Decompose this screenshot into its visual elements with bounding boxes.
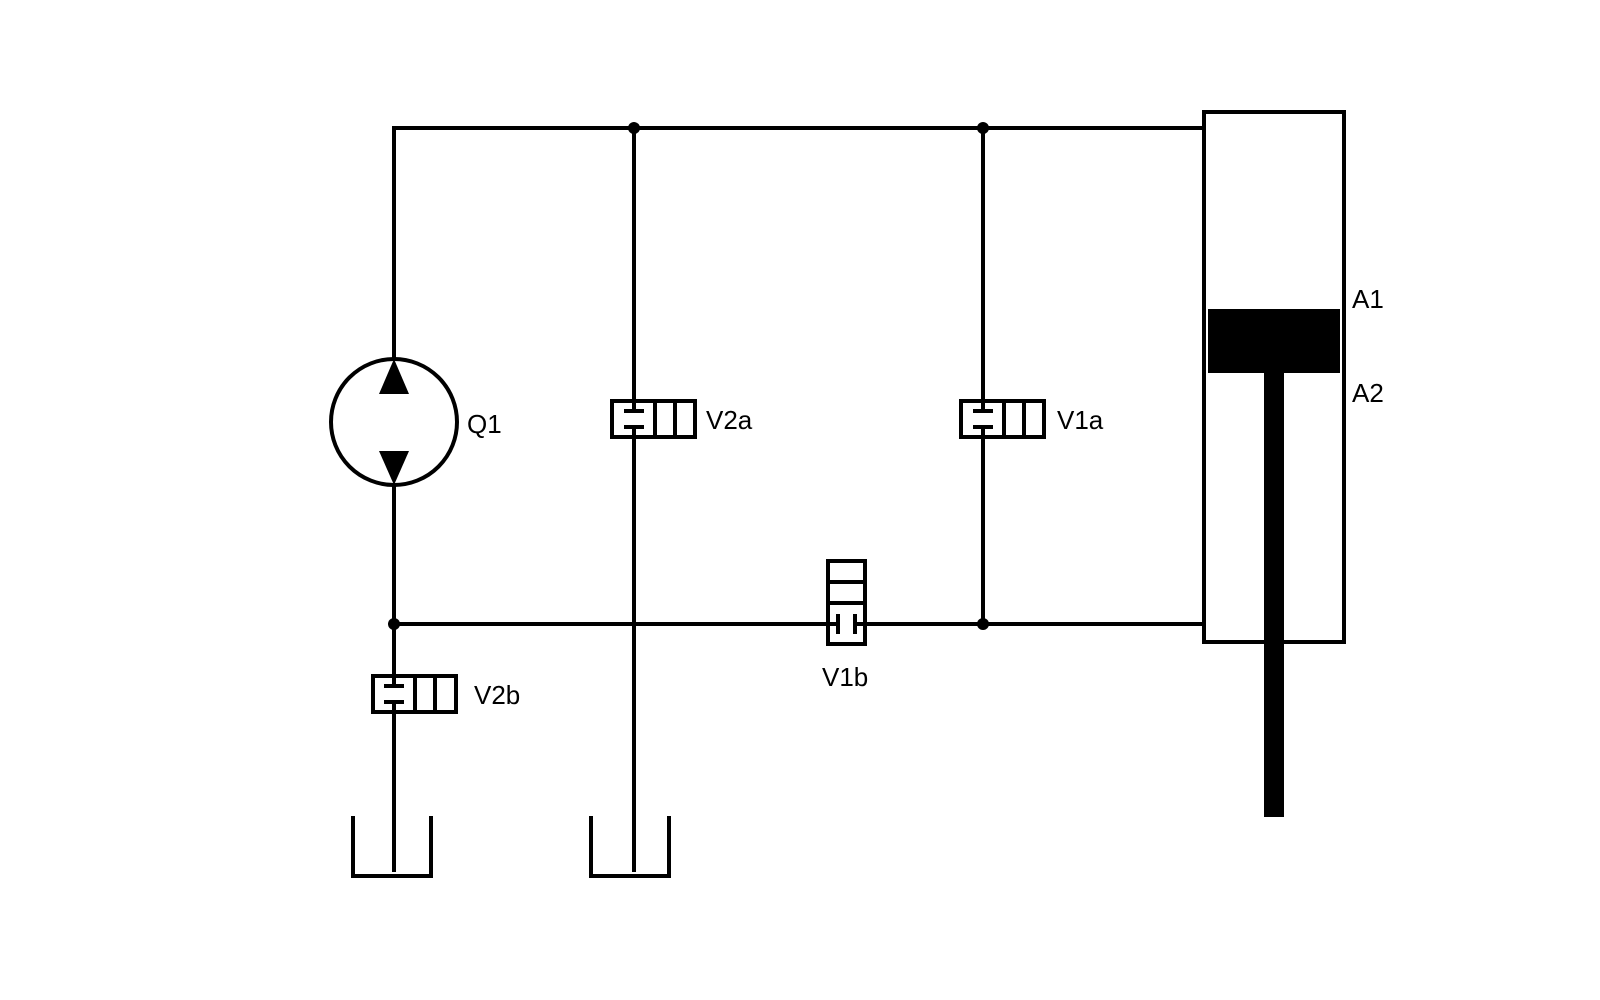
- piston-rod: [1264, 373, 1284, 817]
- area-a1-label: A1: [1352, 284, 1384, 314]
- valve-v1a[interactable]: [959, 399, 1046, 439]
- area-a2-label: A2: [1352, 378, 1384, 408]
- tank-1: [351, 816, 433, 878]
- junction-dot: [977, 618, 989, 630]
- top-line: [392, 126, 1206, 381]
- triangle-up-icon: [379, 359, 409, 394]
- pump-q1[interactable]: [329, 357, 459, 487]
- valve-v1b[interactable]: [826, 559, 867, 646]
- junction-dot: [388, 618, 400, 630]
- valve-v1a-label: V1a: [1057, 405, 1104, 435]
- junction-dot: [628, 122, 640, 134]
- valve-v2b-label: V2b: [474, 680, 520, 710]
- valve-v2a[interactable]: [610, 399, 697, 439]
- valve-v2b[interactable]: [371, 674, 458, 714]
- triangle-down-icon: [379, 451, 409, 485]
- junction-dot: [977, 122, 989, 134]
- bottom-line: [392, 453, 1206, 626]
- valve-v2a-label: V2a: [706, 405, 753, 435]
- pump-label: Q1: [467, 409, 502, 439]
- valve-v1b-label: V1b: [822, 662, 868, 692]
- hydraulic-cylinder[interactable]: [1202, 110, 1346, 817]
- tank-2: [589, 816, 671, 878]
- piston: [1208, 309, 1340, 373]
